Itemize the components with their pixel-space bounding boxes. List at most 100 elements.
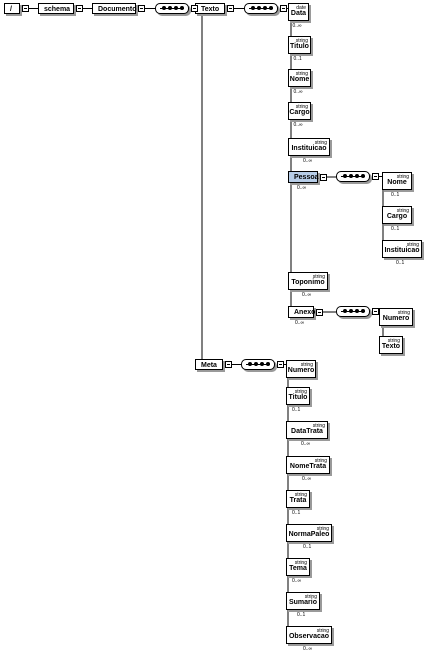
sequence-dot [263, 6, 267, 10]
sequence-line [341, 311, 365, 312]
cardinality-label: 0..1 [391, 192, 400, 198]
collapse-toggle-icon[interactable] [372, 173, 379, 180]
sequence-dot [349, 309, 353, 313]
element-type-label: string [295, 104, 308, 110]
sequence-compositor-icon[interactable] [244, 3, 278, 14]
sequence-line [160, 8, 184, 9]
element-root[interactable]: / [4, 3, 20, 14]
collapse-toggle-icon[interactable] [191, 5, 198, 12]
element-name-label: Pessoa [294, 174, 319, 181]
element-name-label: schema [44, 6, 71, 13]
collapse-toggle-icon[interactable] [22, 5, 29, 12]
element-pessoa[interactable]: Pessoa [288, 171, 319, 183]
element-type-label: string [312, 423, 325, 429]
element-anexo[interactable]: Anexo [288, 306, 315, 318]
collapse-toggle-icon[interactable] [316, 308, 323, 316]
element-type-label: string [314, 140, 327, 146]
collapse-toggle-icon[interactable] [225, 361, 232, 368]
sequence-dot [260, 362, 264, 366]
element-name-label: Titulo [288, 394, 308, 401]
element-name-label: Meta [201, 362, 217, 369]
cardinality-label: 0..∞ [293, 89, 303, 95]
collapse-toggle-icon[interactable] [372, 308, 379, 315]
cardinality-label: 0..∞ [295, 320, 305, 326]
collapse-toggle-icon[interactable] [320, 173, 327, 181]
element-type-label: string [294, 389, 307, 395]
element-type-label: string [316, 526, 329, 532]
sequence-dot [269, 6, 273, 10]
element-schema[interactable]: schema [38, 3, 74, 14]
collapse-toggle-icon[interactable] [138, 5, 145, 12]
element-name-label: Numero [382, 315, 410, 322]
cardinality-label: 0..∞ [292, 578, 302, 584]
element-meta[interactable]: Meta [195, 359, 223, 370]
element-name-label: Trata [289, 497, 307, 504]
element-name-label: DataTrata [291, 428, 323, 435]
element-name-label: / [10, 6, 12, 13]
element-type-label: string [316, 628, 329, 634]
element-type-label: string [304, 594, 317, 600]
sequence-compositor-icon[interactable] [241, 359, 275, 370]
collapse-toggle-icon[interactable] [227, 5, 234, 12]
cardinality-label: 0..1 [292, 510, 301, 516]
element-type-label: string [294, 560, 307, 566]
element-type-label: string [387, 338, 400, 344]
element-name-label: Texto [201, 6, 220, 13]
collapse-toggle-icon[interactable] [280, 5, 287, 12]
sequence-line [246, 364, 270, 365]
element-type-label: string [295, 38, 308, 44]
collapse-toggle-icon[interactable] [277, 361, 284, 368]
sequence-dot [251, 6, 255, 10]
element-type-label: string [314, 458, 327, 464]
cardinality-label: 0..∞ [302, 292, 312, 298]
element-name-label: Nome [387, 179, 407, 186]
element-name-label: Documento [98, 6, 137, 13]
cardinality-label: 0..∞ [292, 23, 302, 29]
element-type-label: string [396, 208, 409, 214]
sequence-dot [180, 6, 184, 10]
cardinality-label: 0..∞ [301, 441, 311, 447]
element-name-label: Instituicao [291, 145, 327, 152]
sequence-line [341, 176, 365, 177]
sequence-compositor-icon[interactable] [336, 306, 370, 317]
element-type-label: string [312, 274, 325, 280]
element-type-label: string [406, 242, 419, 248]
element-name-label: Nome [289, 76, 310, 83]
element-name-label: Tema [289, 565, 307, 572]
element-documento[interactable]: Documento [92, 3, 137, 14]
sequence-compositor-icon[interactable] [155, 3, 189, 14]
sequence-dot [248, 362, 252, 366]
collapse-toggle-icon[interactable] [76, 5, 83, 12]
sequence-dot [257, 6, 261, 10]
sequence-dot [349, 174, 353, 178]
sequence-dot [343, 174, 347, 178]
element-texto[interactable]: Texto [195, 3, 225, 14]
sequence-compositor-icon[interactable] [336, 171, 370, 182]
element-name-label: NormaPaleo [288, 531, 330, 538]
cardinality-label: 0..1 [396, 260, 405, 266]
element-type-label: string [294, 492, 307, 498]
sequence-dot [361, 174, 365, 178]
sequence-dot [266, 362, 270, 366]
element-name-label: Instituicao [384, 247, 420, 254]
